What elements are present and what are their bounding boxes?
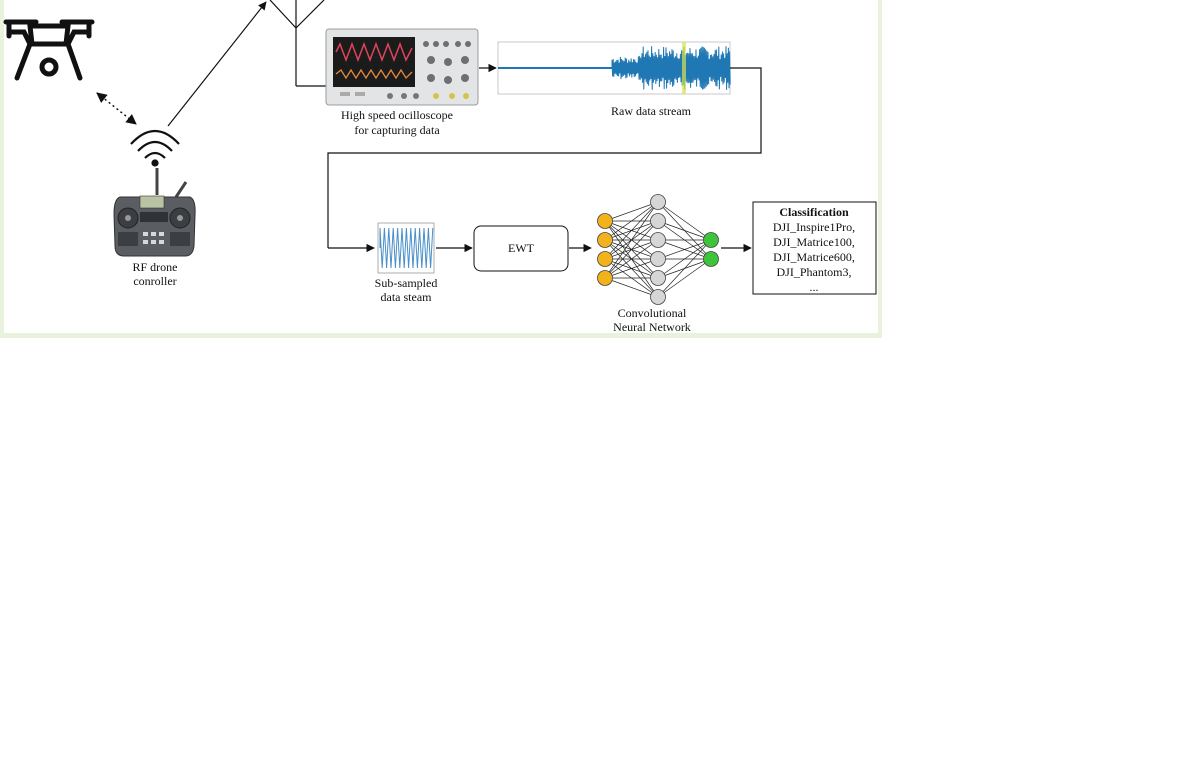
drone-controller-link [96, 92, 137, 125]
classification-title: Classification [779, 205, 849, 219]
nn-connection [657, 239, 712, 260]
nn-connection [604, 201, 659, 222]
class-item: DJI_Inspire1Pro, [773, 220, 855, 234]
oscilloscope-icon [325, 28, 479, 106]
wifi-icon [130, 129, 180, 167]
ewt-label: EWT [508, 241, 535, 255]
rf-signal-arrow [167, 1, 267, 127]
nn-connection [604, 201, 659, 279]
controller-label-line1: RF drone [133, 260, 178, 274]
nn-connection [604, 239, 659, 279]
subsampled-plot [377, 222, 435, 274]
nn-connection [604, 258, 659, 279]
output-node [703, 232, 719, 248]
subsampled-label-line1: Sub-sampled [375, 276, 438, 290]
nn-connection [604, 201, 659, 241]
raw-stream-label: Raw data stream [611, 104, 692, 118]
nn-connection [604, 277, 659, 298]
nn-connection [657, 258, 712, 298]
hidden-node [650, 251, 666, 267]
cnn-label-line1: Convolutional [618, 306, 687, 320]
class-item: DJI_Matrice100, [773, 235, 855, 249]
hidden-node [650, 194, 666, 210]
class-item: ... [810, 280, 819, 294]
cnn-network [597, 194, 719, 305]
hidden-node [650, 289, 666, 305]
nn-connection [657, 239, 712, 279]
class-item: DJI_Phantom3, [777, 265, 852, 279]
raw-to-subsampled-connector [327, 67, 762, 253]
input-node [597, 270, 613, 286]
input-node [597, 251, 613, 267]
nn-connection [657, 220, 712, 241]
subsampled-label-line2: data steam [381, 290, 433, 304]
output-node [703, 251, 719, 267]
hidden-node [650, 213, 666, 229]
classification-box [752, 201, 877, 295]
hidden-node [650, 270, 666, 286]
oscilloscope-label-line1: High speed ocilloscope [341, 108, 453, 122]
antenna-lines [269, 0, 328, 87]
nn-connection [604, 201, 659, 260]
nn-connection [657, 239, 712, 298]
raw-data-plot [497, 41, 731, 95]
cnn-label-line2: Neural Network [613, 320, 691, 334]
hidden-node [650, 232, 666, 248]
ewt-box [473, 225, 569, 272]
input-node [597, 213, 613, 229]
nn-connection [604, 220, 659, 279]
rf-controller-icon [113, 168, 196, 257]
class-item: DJI_Matrice600, [773, 250, 855, 264]
drone-icon [3, 19, 95, 81]
nn-connection [657, 201, 712, 241]
input-node [597, 232, 613, 248]
controller-label-line2: conroller [133, 274, 176, 288]
oscilloscope-label-line2: for capturing data [354, 123, 440, 137]
